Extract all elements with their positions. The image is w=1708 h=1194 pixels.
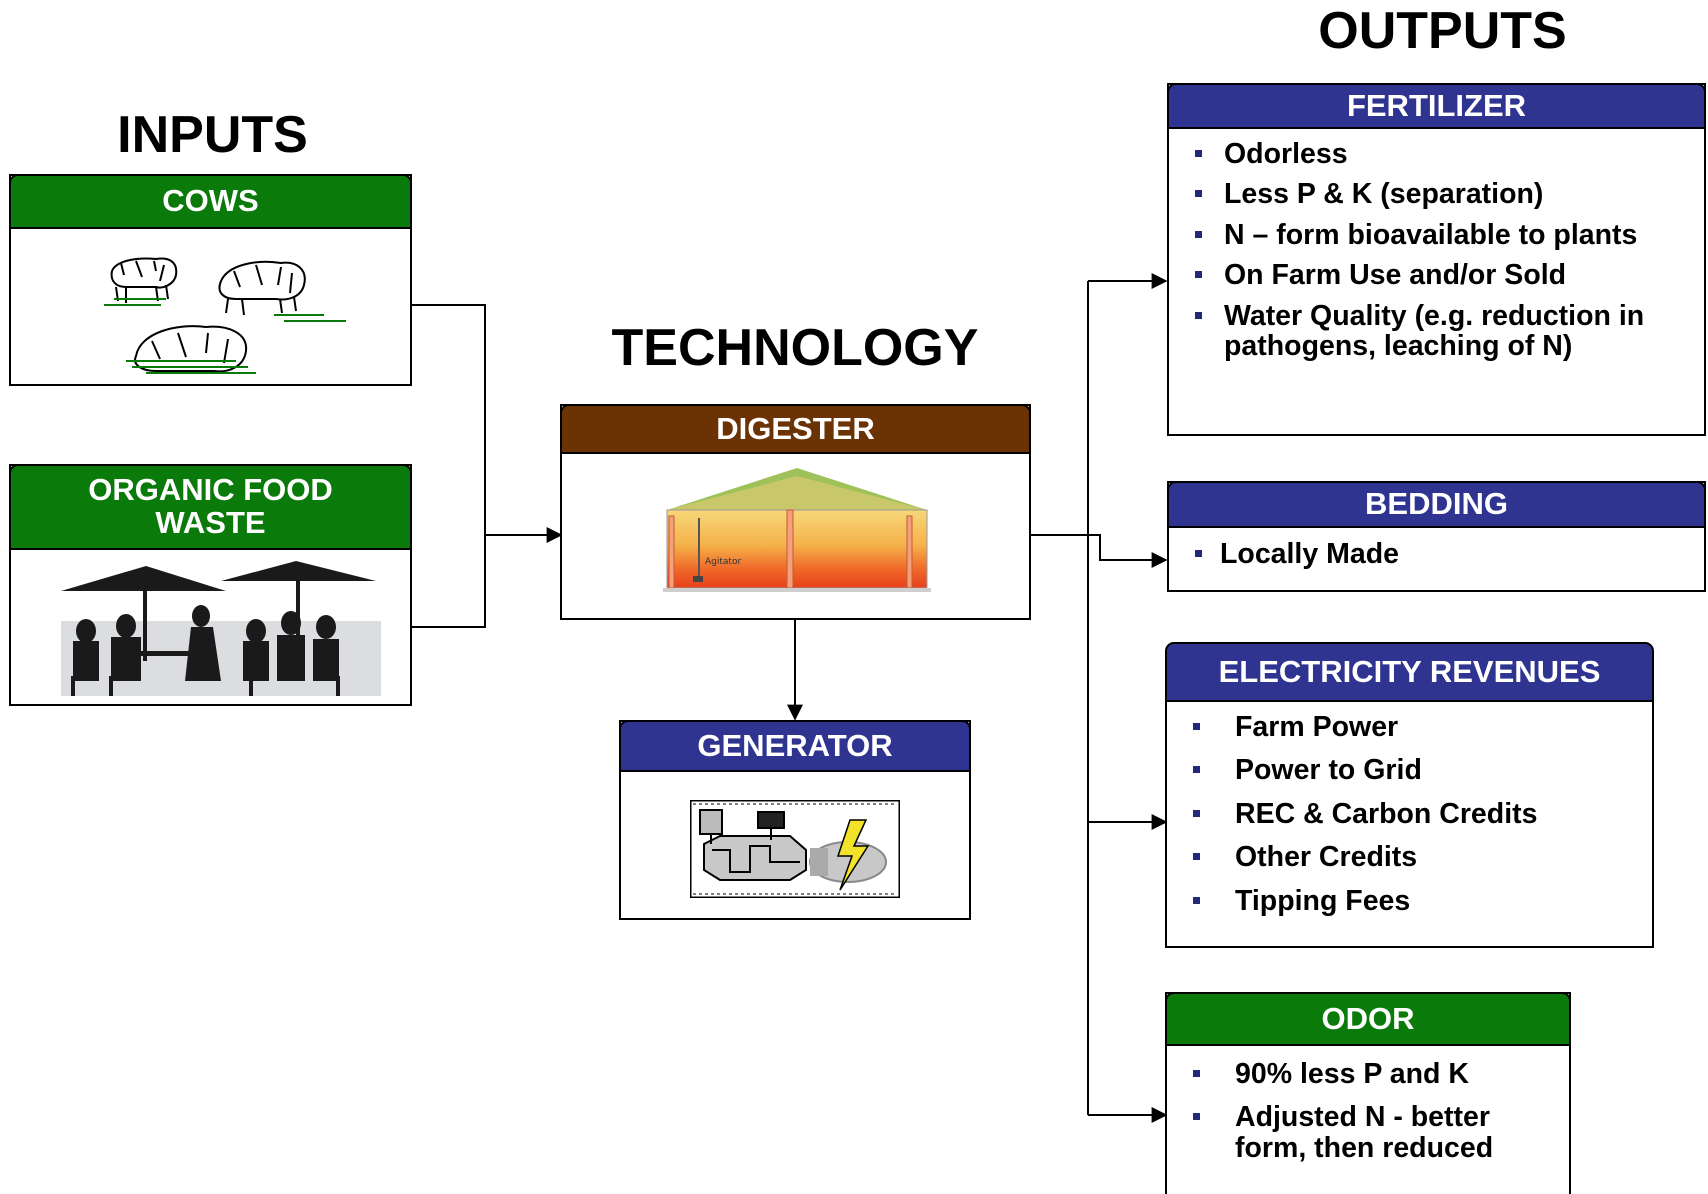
list-item: Odorless xyxy=(1191,139,1696,169)
bullet-icon xyxy=(1195,271,1202,279)
odor-box: ODOR 90% less P and K Adjusted N - bette… xyxy=(1165,992,1571,1194)
electricity-revenues-header: ELECTRICITY REVENUES xyxy=(1165,642,1654,702)
food-waste-connector xyxy=(410,535,486,628)
list-item: N – form bioavailable to plants xyxy=(1191,220,1696,250)
list-item: Locally Made xyxy=(1191,539,1696,569)
list-item: Power to Grid xyxy=(1189,755,1644,786)
food-waste-header: ORGANIC FOOD WASTE xyxy=(9,464,412,550)
list-item: REC & Carbon Credits xyxy=(1189,799,1644,829)
electricity-revenues-list: Farm Power Power to Grid REC & Carbon Cr… xyxy=(1189,712,1644,916)
digester-header: DIGESTER xyxy=(560,404,1031,454)
cows-illustration xyxy=(104,257,346,374)
to-bedding-arrow xyxy=(1088,534,1168,568)
generator-box: GENERATOR xyxy=(619,720,971,920)
list-item: Farm Power xyxy=(1189,712,1644,742)
inputs-title: INPUTS xyxy=(117,106,308,164)
technology-title: TECHNOLOGY xyxy=(611,319,979,377)
list-item: Adjusted N - better form, then reduced xyxy=(1189,1102,1561,1163)
bedding-list: Locally Made xyxy=(1191,539,1696,569)
list-item: Water Quality (e.g. reduction in pathoge… xyxy=(1191,301,1696,362)
list-item: Tipping Fees xyxy=(1189,886,1644,916)
list-item: Less P & K (separation) xyxy=(1191,179,1696,210)
bedding-box: BEDDING Locally Made xyxy=(1167,481,1706,592)
bullet-icon xyxy=(1193,1113,1200,1121)
odor-header: ODOR xyxy=(1165,992,1571,1046)
list-item: 90% less P and K xyxy=(1189,1059,1561,1089)
fertilizer-header: FERTILIZER xyxy=(1167,83,1706,129)
bedding-header: BEDDING xyxy=(1167,481,1706,528)
bullet-icon xyxy=(1193,896,1200,904)
bullet-icon xyxy=(1193,1070,1200,1077)
electricity-revenues-box: ELECTRICITY REVENUES Farm Power Power to… xyxy=(1165,642,1654,948)
generator-header: GENERATOR xyxy=(619,720,971,772)
list-item: On Farm Use and/or Sold xyxy=(1191,260,1696,291)
digester-box: DIGESTER Agitator xyxy=(560,404,1031,620)
bullet-icon xyxy=(1193,853,1200,861)
bullet-icon xyxy=(1193,809,1200,817)
bullet-icon xyxy=(1195,311,1202,319)
cafe-silhouette-illustration xyxy=(61,561,381,696)
fertilizer-list: Odorless Less P & K (separation) N – for… xyxy=(1191,139,1696,362)
agitator-label: Agitator xyxy=(705,557,741,567)
cows-header: COWS xyxy=(9,174,412,229)
bullet-icon xyxy=(1195,190,1202,198)
fertilizer-box: FERTILIZER Odorless Less P & K (separati… xyxy=(1167,83,1706,436)
bullet-icon xyxy=(1193,723,1200,730)
bullet-icon xyxy=(1195,150,1202,157)
digester-tank-illustration: Agitator xyxy=(663,468,931,592)
bullet-icon xyxy=(1195,230,1202,238)
bullet-icon xyxy=(1193,766,1200,774)
list-item: Other Credits xyxy=(1189,842,1644,873)
bullet-icon xyxy=(1195,550,1202,557)
generator-illustration xyxy=(690,800,900,898)
cows-connector xyxy=(410,304,486,535)
outputs-title: OUTPUTS xyxy=(1318,2,1567,60)
odor-list: 90% less P and K Adjusted N - better for… xyxy=(1189,1059,1561,1163)
cows-box: COWS xyxy=(9,174,412,386)
food-waste-box: ORGANIC FOOD WASTE xyxy=(9,464,412,706)
